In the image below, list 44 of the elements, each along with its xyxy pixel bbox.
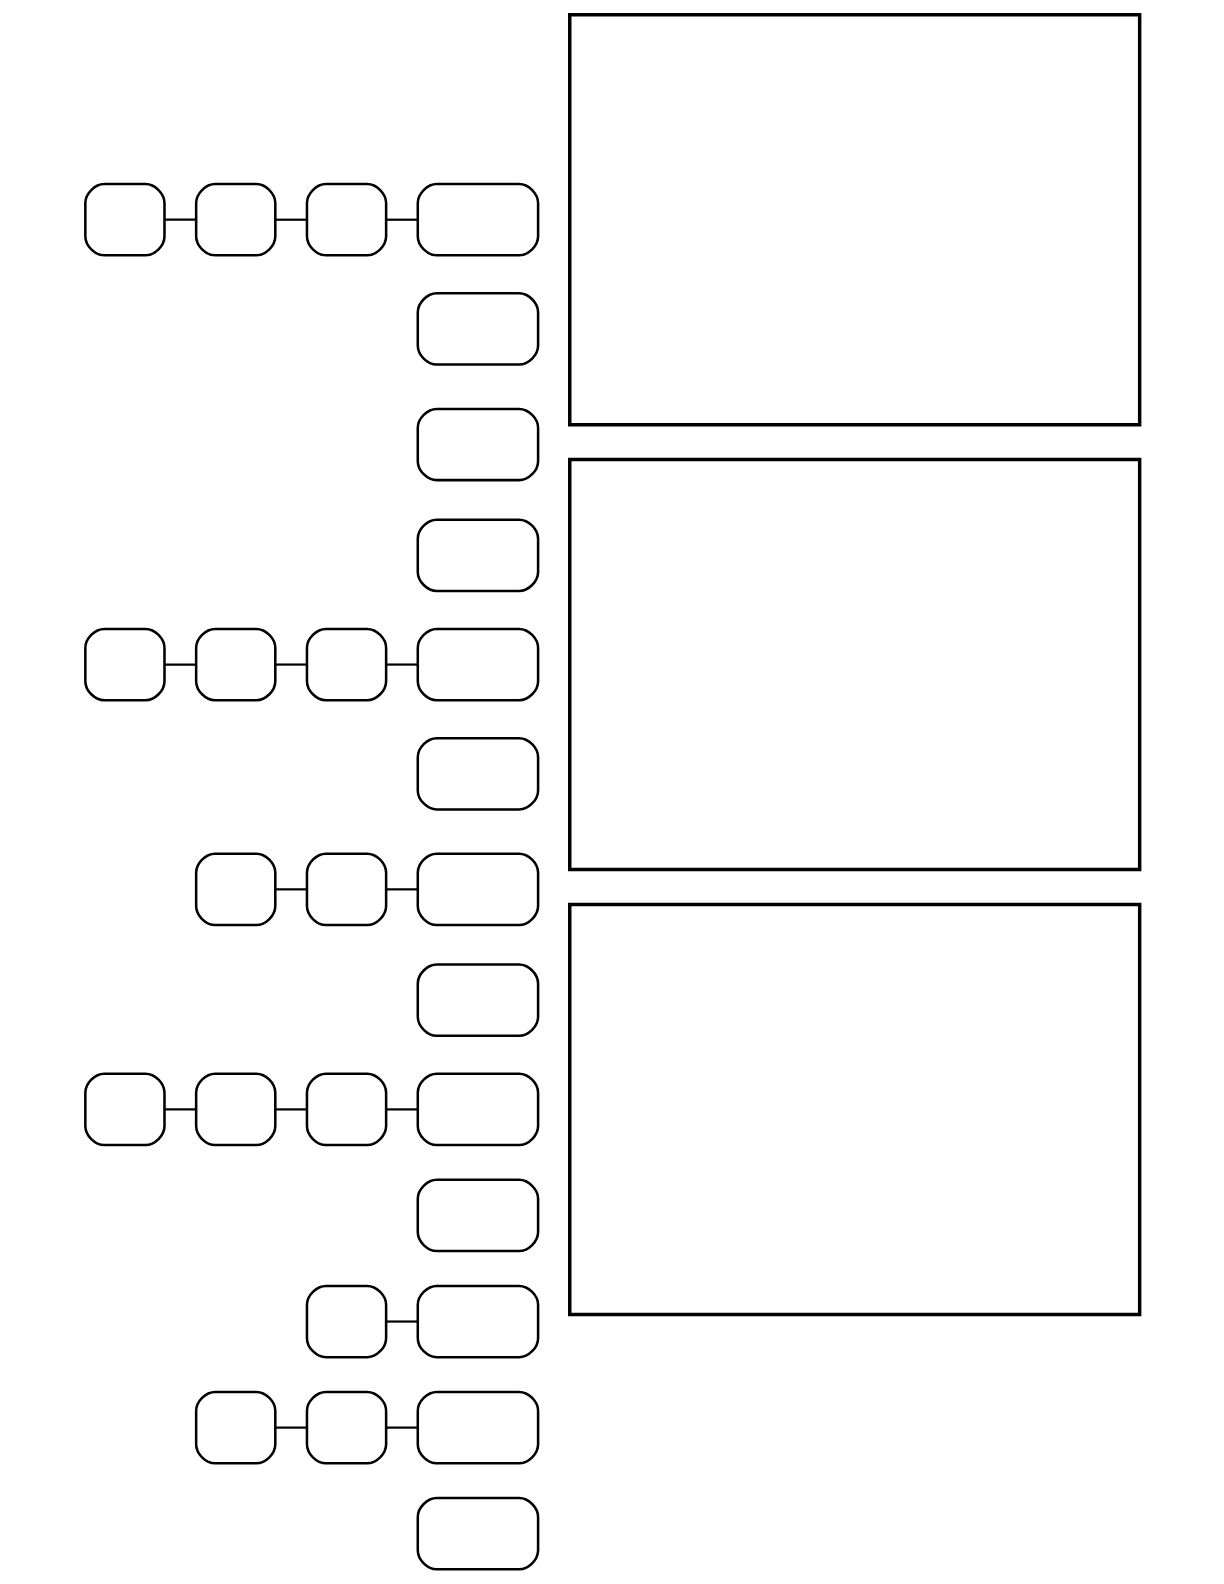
connector (386, 1108, 417, 1111)
connector (386, 1426, 417, 1429)
connector (275, 218, 307, 221)
connector (386, 1320, 417, 1323)
node-rectangle (567, 902, 1141, 1317)
node-box (416, 852, 539, 927)
node-box (416, 627, 539, 702)
node-box (416, 407, 539, 482)
node-box (194, 627, 277, 702)
node-box (416, 1178, 539, 1253)
node-box (416, 518, 539, 593)
node-box (305, 1284, 387, 1359)
node-box (416, 736, 539, 811)
node-box (83, 182, 166, 257)
node-box (416, 1072, 539, 1147)
connector (164, 1108, 196, 1111)
node-box (416, 1390, 539, 1465)
connector (275, 888, 307, 891)
node-box (83, 627, 166, 702)
node-box (194, 182, 277, 257)
node-box (305, 182, 387, 257)
node-box (305, 852, 387, 927)
node-rectangle (567, 457, 1141, 872)
node-box (416, 963, 539, 1038)
node-box (305, 1072, 387, 1147)
node-box (416, 1284, 539, 1359)
connector (386, 218, 417, 221)
node-box (305, 627, 387, 702)
node-box (83, 1072, 166, 1147)
node-box (305, 1390, 387, 1465)
connector (386, 888, 417, 891)
connector (164, 218, 196, 221)
connector (275, 1426, 307, 1429)
connector (275, 1108, 307, 1111)
connector (164, 663, 196, 666)
node-box (194, 852, 277, 927)
node-box (416, 1496, 539, 1571)
node-box (416, 292, 539, 366)
connector (386, 663, 417, 666)
node-box (416, 182, 539, 257)
node-rectangle (567, 12, 1141, 427)
node-box (194, 1072, 277, 1147)
node-box (194, 1390, 277, 1465)
connector (275, 663, 307, 666)
